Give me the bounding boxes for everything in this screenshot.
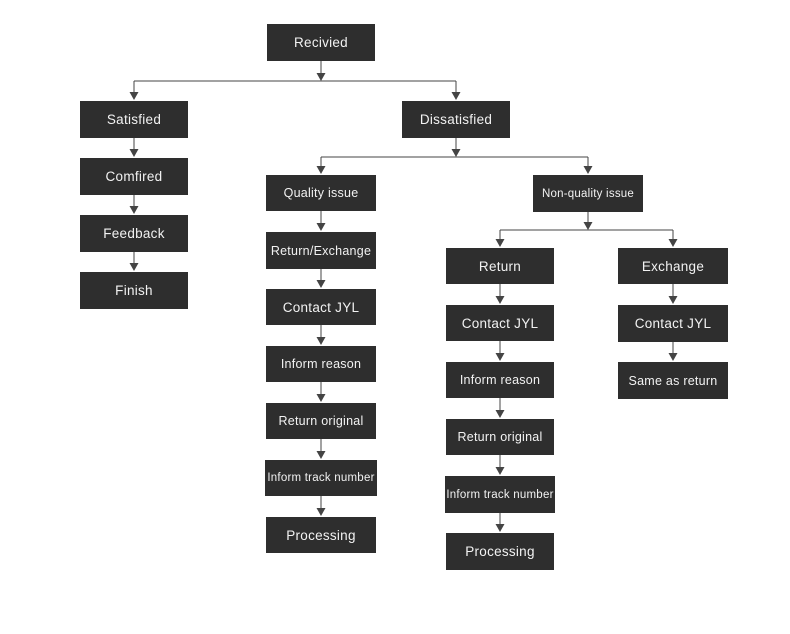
arrowhead-down-icon bbox=[668, 296, 678, 304]
flow-node-received: Recivied bbox=[267, 24, 375, 61]
flow-node-inform_reason_r: Inform reason bbox=[446, 362, 554, 398]
arrowhead-down-icon bbox=[495, 353, 505, 361]
arrowhead-down-icon bbox=[583, 166, 593, 174]
flow-node-satisfied: Satisfied bbox=[80, 101, 188, 138]
flow-node-processing_q: Processing bbox=[266, 517, 376, 553]
arrowhead-down-icon bbox=[129, 263, 139, 271]
arrowhead-down-icon bbox=[495, 239, 505, 247]
flow-node-feedback: Feedback bbox=[80, 215, 188, 252]
arrowhead-down-icon bbox=[316, 451, 326, 459]
arrowhead-down-icon bbox=[316, 394, 326, 402]
flow-node-return_original_r: Return original bbox=[446, 419, 554, 455]
arrowhead-down-icon bbox=[668, 239, 678, 247]
flow-node-inform_track_q: Inform track number bbox=[265, 460, 377, 496]
flow-node-dissatisfied: Dissatisfied bbox=[402, 101, 510, 138]
flow-node-exchange: Exchange bbox=[618, 248, 728, 284]
flow-node-same_as_return: Same as return bbox=[618, 362, 728, 399]
arrowhead-down-icon bbox=[316, 280, 326, 288]
arrowhead-down-icon bbox=[316, 508, 326, 516]
flow-node-contact_jyl_e: Contact JYL bbox=[618, 305, 728, 342]
arrowhead-down-icon bbox=[316, 166, 326, 174]
arrowhead-down-icon bbox=[129, 206, 139, 214]
arrowhead-down-icon bbox=[668, 353, 678, 361]
arrowhead-down-icon bbox=[495, 410, 505, 418]
arrowhead-down-icon bbox=[495, 296, 505, 304]
flow-node-processing_r: Processing bbox=[446, 533, 554, 570]
arrowhead-down-icon bbox=[129, 92, 139, 100]
arrowhead-down-icon bbox=[451, 149, 461, 157]
flow-node-return_exchange: Return/Exchange bbox=[266, 232, 376, 269]
flow-node-finish: Finish bbox=[80, 272, 188, 309]
arrowhead-down-icon bbox=[583, 222, 593, 230]
arrowhead-down-icon bbox=[316, 337, 326, 345]
flow-node-inform_reason_q: Inform reason bbox=[266, 346, 376, 382]
arrowhead-down-icon bbox=[495, 524, 505, 532]
arrowhead-down-icon bbox=[495, 467, 505, 475]
flow-node-non_quality_issue: Non-quality issue bbox=[533, 175, 643, 212]
flow-node-comfired: Comfired bbox=[80, 158, 188, 195]
flow-node-contact_jyl_r: Contact JYL bbox=[446, 305, 554, 341]
flow-node-return: Return bbox=[446, 248, 554, 284]
flow-node-inform_track_r: Inform track number bbox=[445, 476, 555, 513]
arrowhead-down-icon bbox=[316, 73, 326, 81]
arrowhead-down-icon bbox=[129, 149, 139, 157]
arrowhead-down-icon bbox=[451, 92, 461, 100]
arrowhead-down-icon bbox=[316, 223, 326, 231]
flow-node-quality_issue: Quality issue bbox=[266, 175, 376, 211]
flow-node-return_original_q: Return original bbox=[266, 403, 376, 439]
flow-node-contact_jyl_q: Contact JYL bbox=[266, 289, 376, 325]
